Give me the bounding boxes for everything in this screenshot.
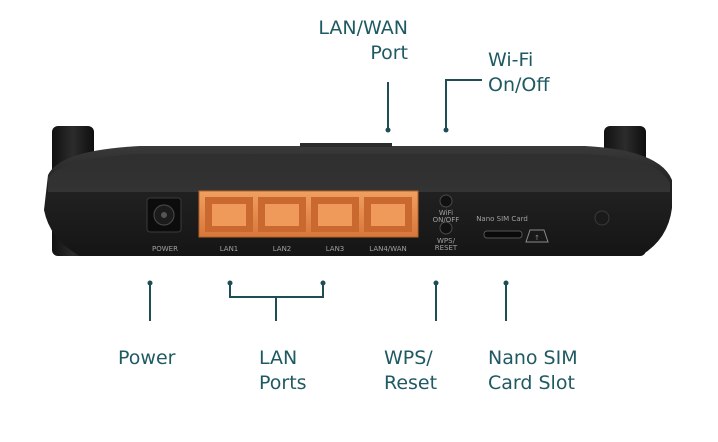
label-wifi: WiFi [439, 209, 453, 217]
svg-text:↑: ↑ [534, 234, 540, 242]
screw-right [594, 210, 610, 226]
callout-nano-sim: Nano SIM Card Slot [488, 347, 578, 394]
label-lan2: LAN2 [273, 245, 292, 253]
leader-dot-lan-wan [385, 127, 391, 133]
label-power: POWER [152, 245, 178, 253]
label-lan4-wan: LAN4/WAN [369, 245, 406, 253]
power-jack [146, 197, 182, 233]
leader-dot-lan-left [227, 280, 233, 286]
callout-lan-wan-port: LAN/WAN Port [318, 17, 408, 64]
callout-wps-reset: WPS/ Reset [384, 347, 438, 394]
leader-dot-wps [433, 280, 439, 286]
label-wps: WPS/ [437, 237, 456, 245]
callout-wifi-onoff: Wi-Fi On/Off [488, 49, 550, 96]
label-onoff: ON/OFF [433, 216, 460, 224]
label-lan3: LAN3 [326, 245, 345, 253]
leader-dot-lan-right [320, 280, 326, 286]
lan-port-block [198, 190, 419, 238]
callout-lan-ports: LAN Ports [259, 347, 307, 394]
sim-card-slot [483, 230, 523, 239]
label-lan1: LAN1 [220, 245, 239, 253]
lan-port-1 [205, 197, 253, 232]
lan-port-2 [258, 197, 306, 232]
leader-lines [149, 79, 507, 321]
leader-dot-sim [503, 280, 509, 286]
callout-power: Power [118, 347, 176, 369]
lan-port-3 [311, 197, 359, 232]
leader-dot-power [147, 280, 153, 286]
leader-wifi [445, 79, 482, 130]
wps-reset-button [439, 221, 453, 235]
label-nano-sim-card: Nano SIM Card [476, 215, 528, 223]
wifi-button [439, 194, 453, 208]
sim-card-icon: ↑ [525, 229, 549, 243]
lan-port-4-wan [364, 197, 412, 232]
leader-dot-wifi [443, 127, 449, 133]
leader-lan-bracket [229, 283, 324, 298]
label-reset: RESET [435, 244, 458, 252]
